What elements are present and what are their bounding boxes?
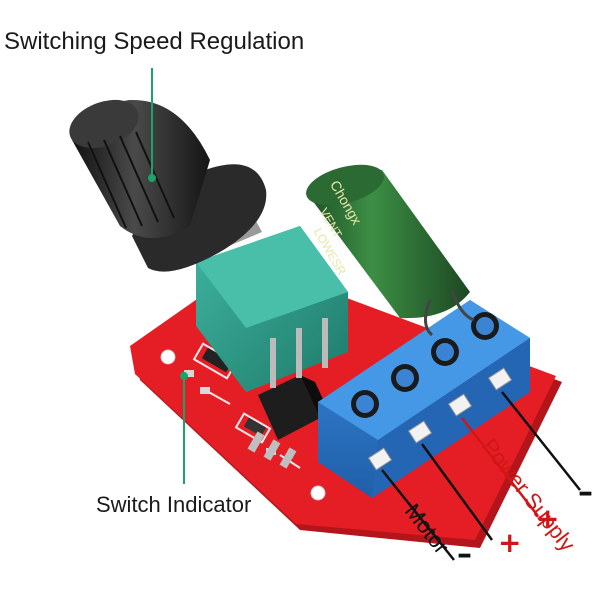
- motor-negative-sign: –: [457, 537, 472, 572]
- screw-terminal-block: [318, 300, 530, 498]
- power-negative-sign: –: [578, 475, 593, 510]
- wire-leads: [381, 391, 581, 561]
- speed-knob: [69, 99, 267, 272]
- potentiometer: [196, 226, 348, 392]
- electrolytic-capacitor: [306, 164, 475, 337]
- leader-lines: [148, 68, 188, 484]
- motor-positive-sign: +: [498, 526, 522, 559]
- power-positive-sign: +: [536, 502, 560, 535]
- switch-indicator-label: Switch Indicator: [96, 492, 252, 517]
- diode-chip: [201, 347, 233, 373]
- switching-speed-label: Switching Speed Regulation: [4, 28, 305, 55]
